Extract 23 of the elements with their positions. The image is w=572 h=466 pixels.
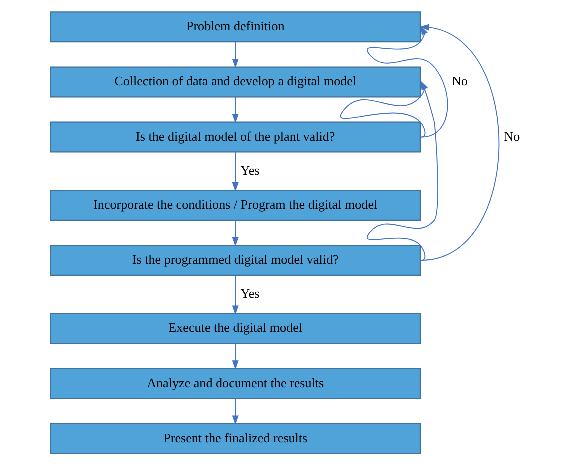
arrow <box>232 398 238 426</box>
arrow <box>232 152 238 192</box>
node-box: Problem definition <box>50 12 421 43</box>
node-box: Analyze and document the results <box>50 368 421 400</box>
arrow <box>340 80 428 138</box>
arrow <box>232 275 238 316</box>
arrow <box>420 24 500 262</box>
edge-label: Yes <box>240 286 260 302</box>
node-box: Execute the digital model <box>50 313 421 344</box>
edge-label: No <box>451 74 468 89</box>
arrow <box>232 42 238 68</box>
node-box: Collection of data and develop a digital model <box>50 66 421 98</box>
arrow <box>232 343 238 370</box>
arrow <box>366 80 438 262</box>
arrow <box>232 96 238 124</box>
node-box: Present the finalized results <box>50 423 421 454</box>
node-box: Is the programmed digital model valid? <box>50 245 421 276</box>
arrow <box>366 26 448 138</box>
edge-label: Yes <box>240 162 260 178</box>
edge-label: No <box>504 128 520 144</box>
node-box: Is the digital model of the plant valid? <box>50 122 421 153</box>
arrow <box>232 220 238 247</box>
node-box: Incorporate the conditions / Program the digital model <box>50 190 421 221</box>
